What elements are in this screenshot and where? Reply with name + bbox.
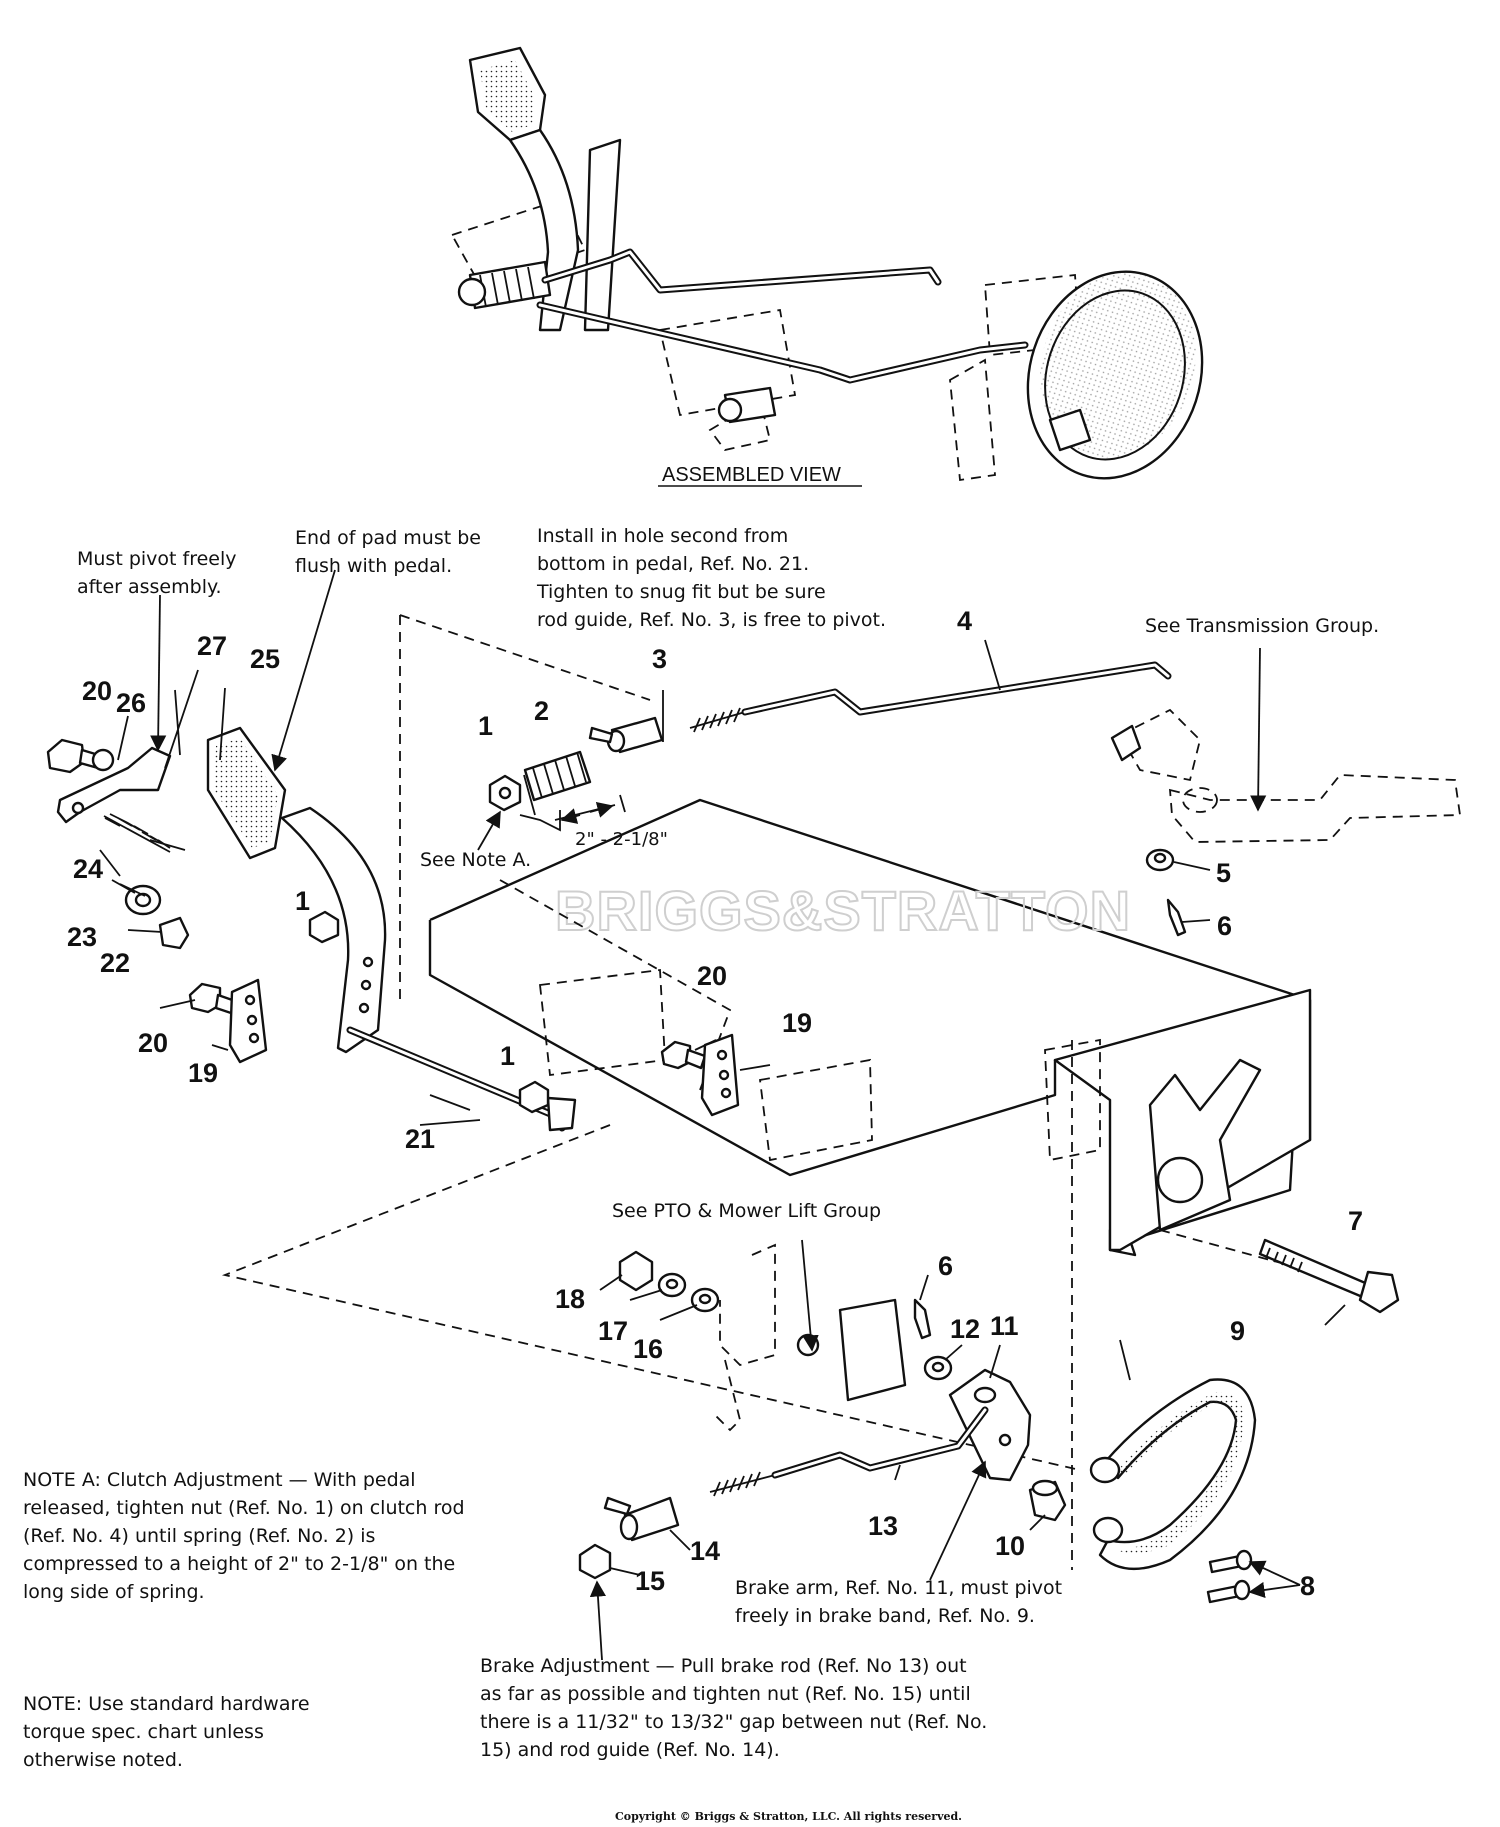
- callout-7: 7: [1348, 1206, 1363, 1236]
- callout-19b: 19: [782, 1008, 812, 1038]
- callout-3: 3: [652, 644, 667, 674]
- callout-6b: 6: [938, 1251, 953, 1281]
- callout-23: 23: [67, 922, 97, 952]
- assembled-view: [450, 46, 1204, 482]
- part-spacer-10: [1028, 1479, 1067, 1522]
- callout-20c: 20: [697, 961, 727, 991]
- part-spacer-22: [158, 916, 190, 950]
- transmission-bracket: [1110, 708, 1462, 843]
- watermark: BRIGGS&STRATTON: [555, 879, 1131, 942]
- part-washer-26: [91, 748, 115, 772]
- callout-1a: 1: [478, 711, 493, 741]
- assembled-view-title: ASSEMBLED VIEW: [662, 464, 841, 486]
- part-brake-band-9: [1089, 1378, 1257, 1571]
- part-nut-1b: [308, 910, 340, 944]
- part-nut-1c: [518, 1080, 550, 1114]
- part-plate-19a: [228, 978, 268, 1064]
- callout-1c: 1: [500, 1041, 515, 1071]
- callout-2: 2: [534, 696, 549, 726]
- callout-13: 13: [868, 1511, 898, 1541]
- note-install-hole: Install in hole second from bottom in pe…: [537, 525, 887, 631]
- pto-bracket: [714, 1243, 907, 1432]
- part-brake-rod-13: [709, 1406, 989, 1497]
- part-spring-24: [103, 813, 171, 853]
- callout-22: 22: [100, 948, 130, 978]
- callout-26: 26: [116, 688, 146, 718]
- callout-19a: 19: [188, 1058, 218, 1088]
- part-cotter-pin-6a: [1166, 898, 1187, 937]
- part-spring-2: [523, 750, 592, 802]
- callout-11: 11: [990, 1311, 1019, 1341]
- assembly-guideline-bottom: [221, 1040, 1081, 1570]
- part-nut-1a: [488, 774, 522, 812]
- part-cotter-pin-6b: [913, 1298, 932, 1340]
- part-nut-15: [578, 1543, 612, 1580]
- callout-16: 16: [633, 1334, 663, 1364]
- part-rod-guide-14: [603, 1496, 680, 1542]
- assembled-pedal-arm: [508, 128, 580, 332]
- note-a-clutch-adjustment: NOTE A: Clutch Adjustment — With pedal r…: [23, 1469, 465, 1603]
- note-see-note-a: See Note A.: [420, 849, 532, 871]
- part-bolt-7: [1258, 1238, 1400, 1314]
- part-bolts-8: [1206, 1549, 1253, 1604]
- callout-20b: 20: [138, 1028, 168, 1058]
- callout-1b: 1: [295, 886, 310, 916]
- callout-18: 18: [555, 1284, 585, 1314]
- part-rod-guide-3: [588, 716, 664, 754]
- part-pedal-pad-25: [206, 726, 287, 860]
- note-standard-hardware: NOTE: Use standard hardware torque spec.…: [23, 1693, 310, 1771]
- note-end-of-pad: End of pad must be flush with pedal.: [295, 527, 481, 577]
- part-bolt-20c: [660, 1040, 707, 1070]
- part-plate-19b: [700, 1033, 740, 1117]
- part-clutch-rod-4: [689, 661, 1172, 733]
- callout-numbers: 1 2 3 4 5 6 20 26 27 25 24 1 23 22 20 19…: [67, 606, 1363, 1601]
- callout-6a: 6: [1217, 911, 1232, 941]
- part-washer-5: [1145, 848, 1175, 872]
- callout-8: 8: [1300, 1571, 1315, 1601]
- assembly-guideline-top: [399, 614, 651, 1005]
- note-must-pivot: Must pivot freely after assembly.: [77, 548, 237, 598]
- callout-12: 12: [950, 1314, 980, 1344]
- tractor-frame: [428, 798, 1312, 1257]
- callout-14: 14: [690, 1536, 720, 1566]
- spring-dimension-label: 2" - 2-1/8": [575, 829, 668, 850]
- part-washer-17: [657, 1272, 687, 1298]
- part-bracket-27: [56, 746, 172, 824]
- callout-21: 21: [405, 1124, 435, 1154]
- note-brake-adjustment: Brake Adjustment — Pull brake rod (Ref. …: [480, 1655, 988, 1761]
- note-brake-arm: Brake arm, Ref. No. 11, must pivot freel…: [735, 1577, 1063, 1627]
- callout-17: 17: [598, 1316, 628, 1346]
- callout-24: 24: [73, 854, 103, 884]
- note-see-transmission: See Transmission Group.: [1145, 615, 1380, 637]
- callout-20a: 20: [82, 676, 112, 706]
- part-pedal-21: [280, 806, 577, 1132]
- callout-15: 15: [635, 1566, 665, 1596]
- callout-5: 5: [1216, 858, 1231, 888]
- part-brake-arm-11: [948, 1368, 1032, 1482]
- callout-9: 9: [1230, 1316, 1245, 1346]
- callout-25: 25: [250, 644, 280, 674]
- copyright: Copyright © Briggs & Stratton, LLC. All …: [615, 1810, 962, 1823]
- part-washer-12: [923, 1355, 953, 1381]
- note-see-pto: See PTO & Mower Lift Group: [612, 1200, 882, 1222]
- leader-lines: [99, 569, 1346, 1661]
- part-nut-18: [618, 1250, 654, 1292]
- callout-10: 10: [995, 1531, 1025, 1561]
- callout-4: 4: [957, 606, 972, 636]
- part-washer-16: [690, 1287, 720, 1313]
- callout-27: 27: [197, 631, 227, 661]
